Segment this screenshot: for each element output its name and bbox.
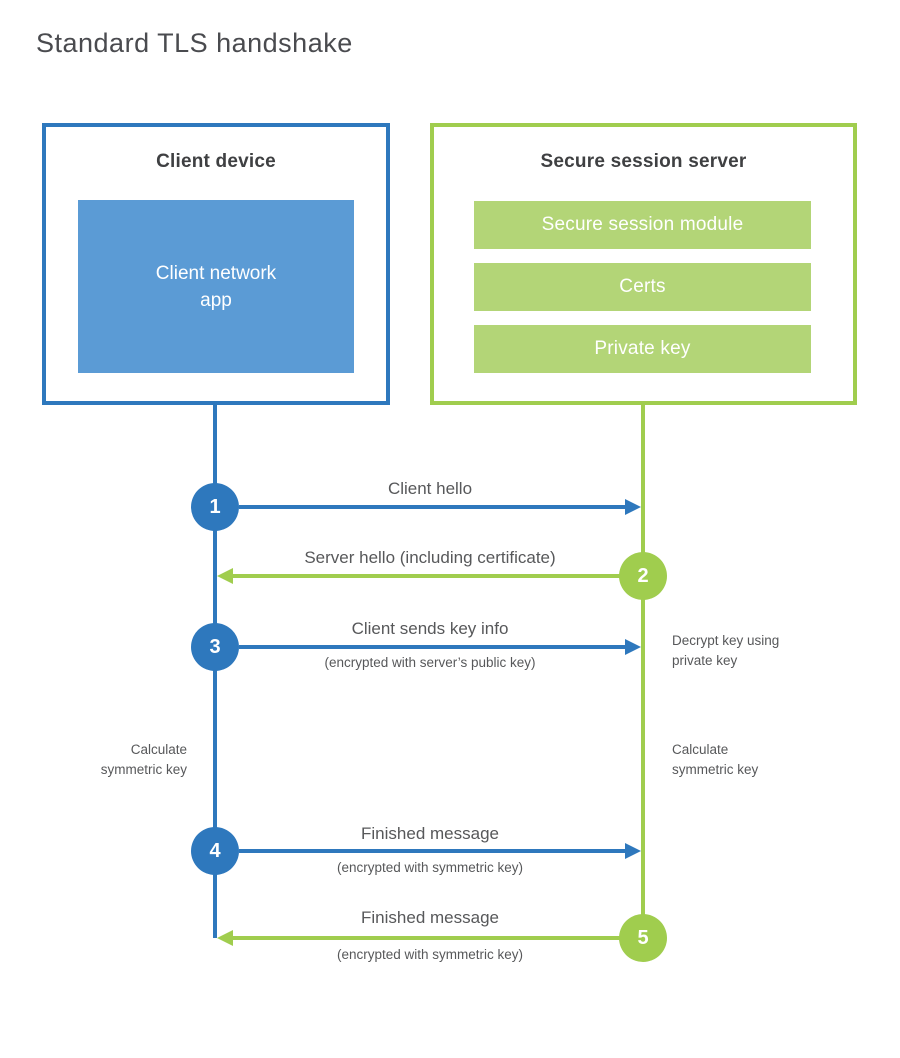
note-calculate-symmetric-key-client: Calculate symmetric key [100,742,187,777]
label-server-hello: Server hello (including certificate) [304,548,556,567]
label-client-sends-key-info: Client sends key info [351,619,509,638]
step-number: 1 [209,495,221,518]
client-network-app-box: Client network app [78,200,354,373]
sublabel-encrypted-public-key: (encrypted with server’s public key) [324,655,536,670]
label-client-hello: Client hello [387,479,473,498]
server-bar-private-key: Private key [474,325,811,373]
arrow-finished-server [231,936,621,940]
sublabel-encrypted-symmetric-key-client: (encrypted with symmetric key) [336,860,524,875]
secure-session-server-box: Secure session server Secure session mod… [430,123,857,405]
arrowhead-left-icon [217,568,233,584]
step-number: 3 [209,635,221,658]
arrow-server-hello [231,574,621,578]
step-number: 5 [637,926,649,949]
sublabel-encrypted-symmetric-key-server: (encrypted with symmetric key) [336,947,524,962]
step-number: 4 [209,839,221,862]
step-circle-5: 5 [619,914,667,962]
step-circle-3: 3 [191,623,239,671]
arrowhead-right-icon [625,499,641,515]
server-bar-certs: Certs [474,263,811,311]
arrowhead-left-icon [217,930,233,946]
server-bar-secure-session-module: Secure session module [474,201,811,249]
step-circle-4: 4 [191,827,239,875]
arrow-finished-client [239,849,627,853]
server-lifeline [641,405,645,938]
step-circle-1: 1 [191,483,239,531]
arrow-client-sends-key-info [239,645,627,649]
client-device-box: Client device Client network app [42,123,390,405]
arrow-client-hello [239,505,627,509]
client-lifeline [213,405,217,938]
note-calculate-symmetric-key-server: Calculate symmetric key [672,742,759,777]
label-finished-message-client: Finished message [361,824,499,843]
server-heading: Secure session server [540,151,747,172]
client-device-heading: Client device [156,151,276,172]
page-title: Standard TLS handshake [36,28,353,58]
arrowhead-right-icon [625,843,641,859]
note-decrypt-key: Decrypt key using private key [672,633,780,668]
step-circle-2: 2 [619,552,667,600]
step-number: 2 [637,564,649,587]
arrowhead-right-icon [625,639,641,655]
label-finished-message-server: Finished message [361,908,499,927]
